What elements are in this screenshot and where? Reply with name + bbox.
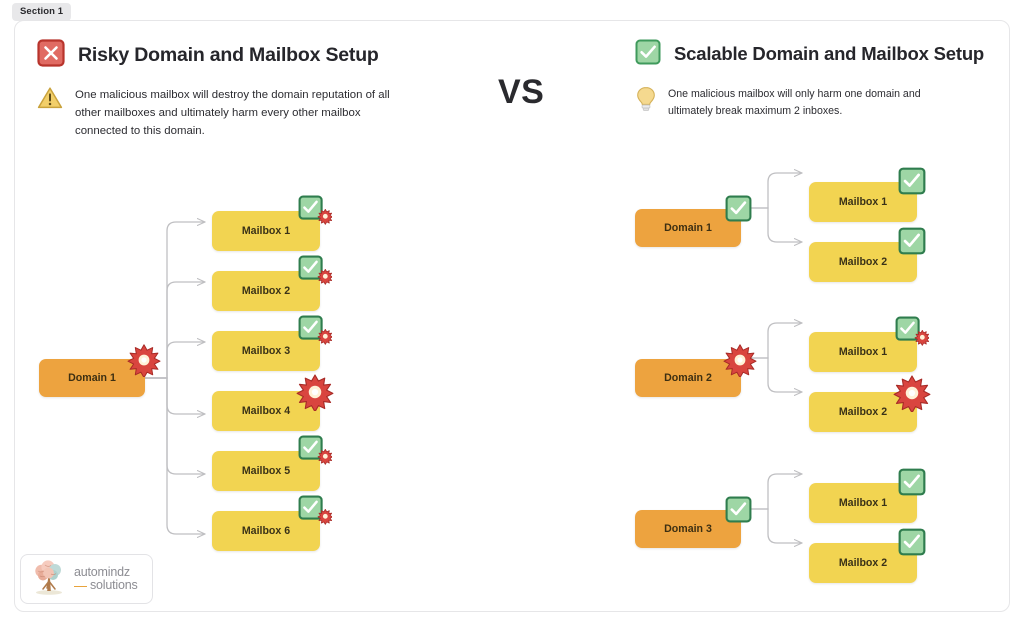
node-label: Mailbox 2: [241, 285, 291, 297]
node-label: Mailbox 4: [241, 405, 291, 417]
right-mailbox-node[interactable]: Mailbox 2: [809, 375, 931, 432]
section-tab[interactable]: Section 1: [12, 3, 72, 21]
left-mailbox-node[interactable]: Mailbox 2: [212, 255, 334, 311]
red-x-checkbox-icon: [37, 39, 65, 72]
content-card: Risky Domain and Mailbox Setup One malic…: [14, 20, 1010, 612]
right-panel-header: Scalable Domain and Mailbox Setup One ma…: [635, 39, 1015, 120]
explosion-icon: [893, 374, 931, 415]
node-label: Domain 1: [664, 222, 712, 234]
logo-badge: automindz solutions: [20, 554, 153, 604]
right-panel-title: Scalable Domain and Mailbox Setup: [674, 43, 985, 65]
left-domain-node[interactable]: Domain 1: [39, 344, 161, 397]
left-mailbox-node[interactable]: Mailbox 4: [212, 374, 334, 431]
explosion-icon: [723, 343, 757, 380]
right-domain-node[interactable]: Domain 3: [635, 496, 752, 548]
right-mailbox-node[interactable]: Mailbox 1: [809, 167, 926, 222]
node-label: Domain 3: [664, 523, 712, 535]
node-label: Mailbox 1: [838, 497, 888, 509]
brain-tree-logo-icon: [29, 558, 69, 601]
node-label: Mailbox 2: [838, 256, 888, 268]
explosion-icon: [296, 373, 334, 414]
logo-line-1: automindz: [74, 565, 130, 580]
node-label: Mailbox 2: [838, 557, 888, 569]
lightbulb-icon: [635, 86, 657, 117]
right-mailbox-node[interactable]: Mailbox 2: [809, 528, 926, 583]
check-icon: [898, 528, 926, 559]
node-label: Mailbox 1: [838, 346, 888, 358]
left-panel-title: Risky Domain and Mailbox Setup: [78, 43, 379, 66]
check-with-explosion-icon: [298, 255, 334, 292]
right-domain-node[interactable]: Domain 2: [635, 344, 757, 397]
check-with-explosion-icon: [298, 495, 334, 532]
right-mailbox-node[interactable]: Mailbox 1: [809, 316, 931, 372]
green-check-checkbox-icon: [635, 39, 661, 70]
left-panel-note: One malicious mailbox will destroy the d…: [75, 89, 390, 138]
node-label: Mailbox 3: [241, 345, 291, 357]
check-icon: [725, 195, 752, 225]
left-mailbox-node[interactable]: Mailbox 6: [212, 495, 334, 551]
check-with-explosion-icon: [895, 316, 931, 353]
logo-text: automindz solutions: [74, 566, 138, 592]
check-icon: [898, 227, 926, 258]
vs-label: VS: [498, 73, 545, 111]
node-label: Domain 2: [664, 372, 712, 384]
right-mailbox-node[interactable]: Mailbox 2: [809, 227, 926, 282]
check-icon: [898, 167, 926, 198]
right-mailbox-node[interactable]: Mailbox 1: [809, 468, 926, 523]
node-label: Domain 1: [68, 372, 116, 384]
check-with-explosion-icon: [298, 315, 334, 352]
node-label: Mailbox 6: [241, 525, 291, 537]
left-mailbox-node[interactable]: Mailbox 1: [212, 195, 334, 251]
check-with-explosion-icon: [298, 435, 334, 472]
left-mailbox-node[interactable]: Mailbox 5: [212, 435, 334, 491]
node-label: Mailbox 2: [838, 406, 888, 418]
right-domain-node[interactable]: Domain 1: [635, 195, 752, 247]
warning-triangle-icon: [37, 86, 63, 115]
explosion-icon: [127, 343, 161, 380]
node-label: Mailbox 1: [838, 196, 888, 208]
node-label: Mailbox 1: [241, 225, 291, 237]
logo-line-2: solutions: [74, 579, 138, 592]
check-icon: [725, 496, 752, 526]
left-panel-header: Risky Domain and Mailbox Setup One malic…: [37, 39, 507, 140]
left-mailbox-node[interactable]: Mailbox 3: [212, 315, 334, 371]
right-panel-note: One malicious mailbox will only harm one…: [668, 88, 921, 117]
check-icon: [898, 468, 926, 499]
check-with-explosion-icon: [298, 195, 334, 232]
node-label: Mailbox 5: [241, 465, 291, 477]
